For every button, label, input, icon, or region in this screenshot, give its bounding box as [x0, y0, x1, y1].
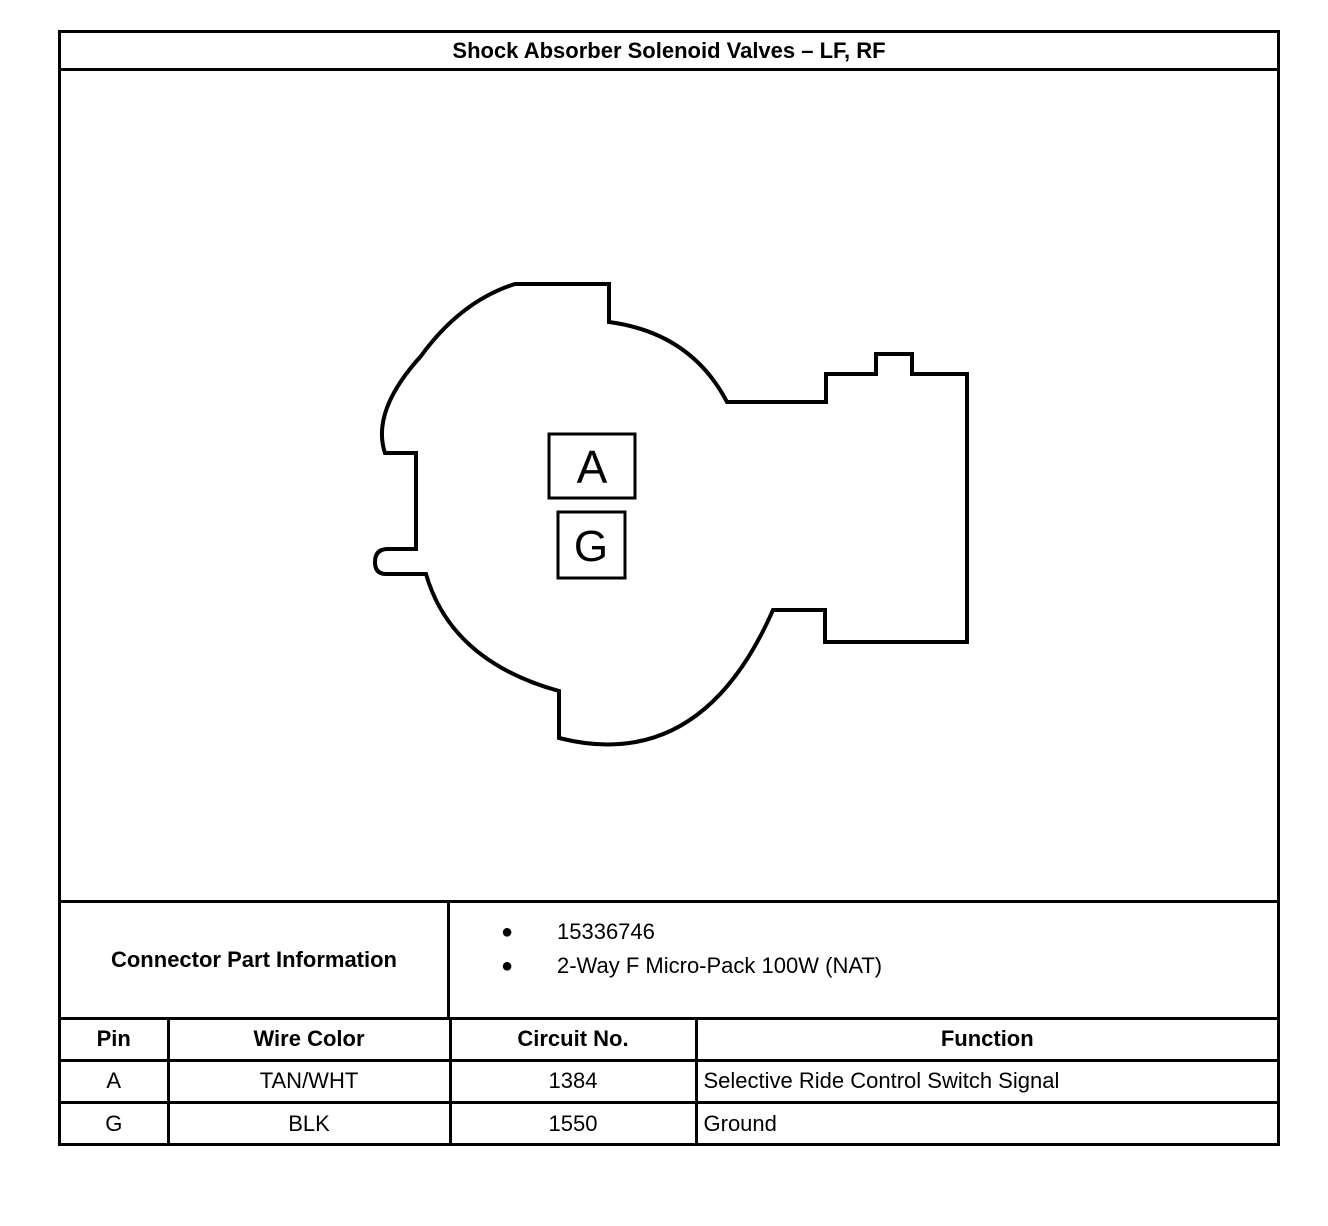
connector-part-info: Connector Part Information ● 15336746 ● …: [61, 903, 1277, 1020]
connector-face-drawing: A G: [372, 282, 969, 747]
cell-pin: A: [61, 1058, 170, 1105]
bullet-icon: ●: [501, 921, 514, 943]
table-row: A TAN/WHT 1384 Selective Ride Control Sw…: [61, 1058, 1277, 1105]
column-header-function: Function: [694, 1020, 1277, 1063]
cell-pin: G: [61, 1101, 170, 1143]
cell-function: Ground: [694, 1101, 1277, 1143]
pin-cavity-a: A: [547, 432, 637, 500]
connector-outline: [372, 282, 969, 747]
pin-cavity-g: G: [556, 510, 627, 580]
column-header-wire-color: Wire Color: [166, 1020, 452, 1063]
column-header-circuit: Circuit No.: [448, 1020, 698, 1063]
list-item: ● 2-Way F Micro-Pack 100W (NAT): [501, 949, 882, 983]
cell-wire-color: TAN/WHT: [166, 1058, 452, 1105]
cell-wire-color: BLK: [166, 1101, 452, 1143]
cell-function: Selective Ride Control Switch Signal: [694, 1058, 1277, 1105]
table-row: G BLK 1550 Ground: [61, 1101, 1277, 1143]
table-header-row: Pin Wire Color Circuit No. Function: [61, 1020, 1277, 1063]
connector-part-info-label: Connector Part Information: [61, 903, 450, 1017]
list-item: ● 15336746: [501, 915, 882, 949]
part-number: 15336746: [557, 919, 655, 944]
pin-table: Pin Wire Color Circuit No. Function A TA…: [61, 1020, 1277, 1143]
connector-part-list: ● 15336746 ● 2-Way F Micro-Pack 100W (NA…: [501, 915, 882, 983]
connector-sheet: Shock Absorber Solenoid Valves – LF, RF …: [58, 30, 1280, 1146]
bullet-icon: ●: [501, 955, 514, 977]
cell-circuit: 1550: [448, 1101, 698, 1143]
page-title: Shock Absorber Solenoid Valves – LF, RF: [61, 33, 1277, 71]
cell-circuit: 1384: [448, 1058, 698, 1105]
pin-cavity-label: G: [574, 522, 608, 571]
pin-cavity-label: A: [577, 441, 608, 493]
connector-diagram: A G: [61, 71, 1277, 903]
column-header-pin: Pin: [61, 1020, 170, 1063]
part-description: 2-Way F Micro-Pack 100W (NAT): [557, 953, 883, 978]
